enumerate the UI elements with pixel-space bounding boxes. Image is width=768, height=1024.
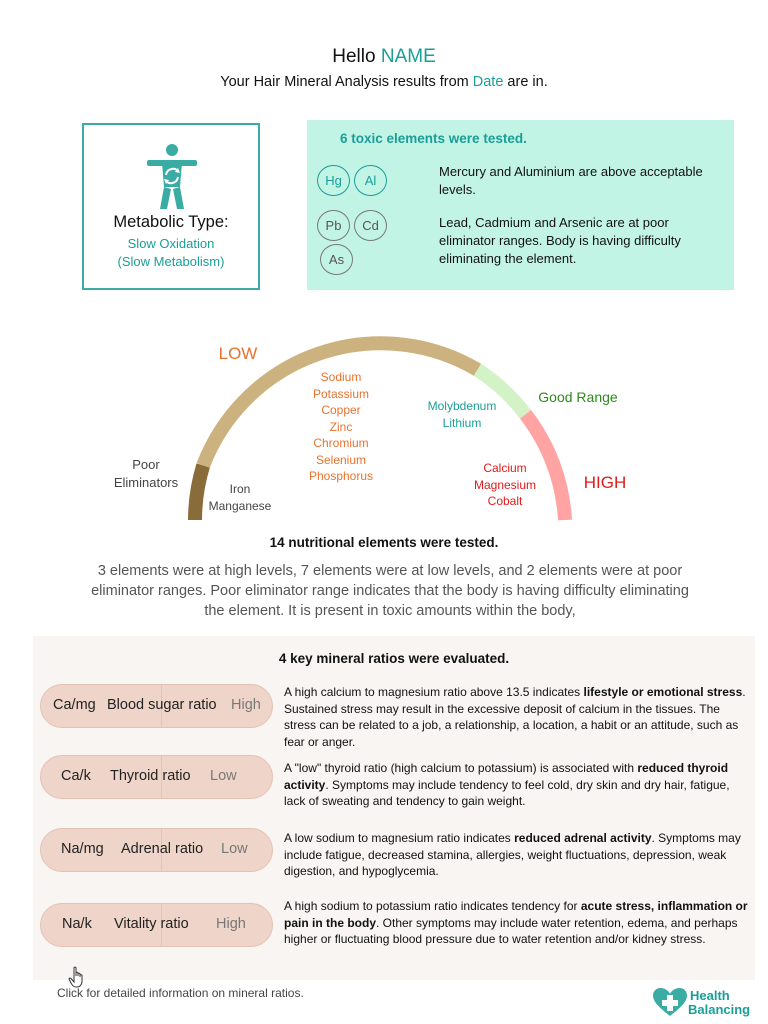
element-label: Cobalt [487, 494, 523, 508]
gauge-zone-good-label: Good Range [538, 389, 618, 405]
ratio-name: Adrenal ratio [121, 841, 204, 857]
element-chip-pb[interactable]: Pb [317, 210, 350, 241]
element-label: Iron [229, 482, 251, 496]
metabolic-type-subvalue: (Slow Metabolism) [117, 254, 225, 269]
pill-divider [161, 829, 162, 871]
user-name: NAME [380, 46, 436, 67]
element-label: Magnesium [473, 477, 537, 492]
pill-divider [161, 904, 162, 946]
low-elements-list: Sodium Potassium Copper Zinc Chromium Se… [296, 369, 386, 485]
ratio-desc-text: A "low" thyroid ratio (high calcium to p… [284, 761, 638, 775]
element-label: Zinc [329, 419, 353, 434]
logo-text-line2: Balancing [688, 1002, 751, 1017]
ratio-pill-adrenal[interactable]: Na/mg Adrenal ratio Low [40, 828, 273, 872]
metabolic-type-card: Metabolic Type: Slow Oxidation (Slow Met… [82, 123, 260, 290]
ratio-status: High [216, 916, 246, 932]
toxic-above-text: Mercury and Aluminium are above acceptab… [439, 164, 703, 197]
element-chip-cd[interactable]: Cd [354, 210, 387, 241]
pill-divider [161, 685, 162, 727]
element-chip-al[interactable]: Al [354, 165, 387, 196]
good-elements-list: Molybdenum Lithium [412, 398, 512, 431]
gauge-zone-low-label: LOW [218, 344, 258, 363]
ratio-pill-vitality[interactable]: Na/k Vitality ratio High [40, 903, 273, 947]
ratio-code: Na/k [62, 916, 92, 932]
toxic-elements-panel: 6 toxic elements were tested. Hg Al Merc… [307, 120, 734, 290]
subline-post: are in. [507, 74, 548, 90]
gauge-poor-line2: Eliminators [113, 475, 179, 490]
results-date: Date [472, 74, 504, 90]
ratio-pill-blood-sugar[interactable]: Ca/mg Blood sugar ratio High [40, 684, 273, 728]
ratio-status: Low [221, 841, 248, 857]
ratio-desc-text: A high sodium to potassium ratio indicat… [284, 899, 581, 913]
element-label: Chromium [313, 436, 369, 450]
toxic-elements-title: 6 toxic elements were tested. [340, 131, 527, 146]
toxic-poor-text: Lead, Cadmium and Arsenic are at poor el… [439, 215, 681, 266]
heart-cross-icon [653, 988, 687, 1016]
nutritional-summary-text: 3 elements were at high levels, 7 elemen… [91, 563, 689, 619]
element-label: Lithium [442, 415, 482, 430]
logo-text-line1: Health [690, 988, 730, 1003]
ratio-description: A low sodium to magnesium ratio indicate… [284, 830, 749, 880]
ratio-name: Vitality ratio [114, 916, 189, 932]
ratio-code: Ca/k [61, 768, 91, 784]
ratio-desc-text: . Symptoms may include tendency to feel … [284, 777, 730, 809]
element-chip-hg[interactable]: Hg [317, 165, 350, 196]
ratio-pill-thyroid[interactable]: Ca/k Thyroid ratio Low [40, 755, 273, 799]
gauge-segment-high [519, 410, 572, 521]
ratio-desc-emphasis: reduced thyroid activity [284, 761, 729, 792]
mineral-gauge [188, 336, 572, 521]
poor-elements-list: Iron Manganese [200, 481, 280, 514]
ratio-code: Na/mg [61, 841, 104, 857]
mineral-ratios-title: 4 key mineral ratios were evaluated. [278, 651, 510, 666]
mineral-ratios-panel: 4 key mineral ratios were evaluated. Ca/… [33, 636, 755, 980]
metabolic-type-value: Slow Oxidation [127, 236, 215, 251]
gauge-segment-good [473, 363, 532, 419]
high-elements-list: Calcium Magnesium Cobalt [463, 460, 547, 510]
gauge-zone-poor-label: Poor Eliminators [100, 456, 192, 492]
ratio-description: A "low" thyroid ratio (high calcium to p… [284, 760, 749, 810]
element-chip-as[interactable]: As [320, 244, 353, 275]
gauge-zone-high-label: HIGH [583, 473, 627, 492]
ratio-info-link[interactable]: Click for detailed information on minera… [57, 986, 304, 1000]
greeting-heading: Hello NAME [0, 46, 768, 68]
gauge-segment-low [196, 336, 482, 468]
element-label: Potassium [312, 386, 370, 401]
ratio-desc-text: . Sustained stress may result in the exc… [284, 685, 746, 749]
pointer-hand-icon [68, 966, 83, 988]
element-label: Selenium [315, 452, 367, 467]
gauge-poor-line1: Poor [132, 457, 160, 472]
ratio-name: Thyroid ratio [110, 768, 191, 784]
element-label: Molybdenum [427, 399, 497, 413]
element-label: Calcium [483, 461, 527, 475]
ratio-desc-emphasis: lifestyle or emotional stress [583, 685, 743, 699]
element-label: Phosphorus [308, 469, 374, 483]
pill-divider [161, 756, 162, 798]
ratio-code: Ca/mg [53, 697, 96, 713]
greeting-text: Hello [332, 46, 376, 67]
element-label: Sodium [320, 370, 362, 384]
ratio-desc-text: . Other symptoms may include water reten… [284, 915, 738, 947]
element-label: Copper [321, 403, 361, 417]
element-label: Manganese [208, 498, 272, 513]
health-balancing-logo: Health Balancing [650, 985, 760, 1019]
ratio-desc-text: A high calcium to magnesium ratio above … [284, 685, 584, 699]
ratio-name: Blood sugar ratio [107, 697, 217, 713]
ratio-desc-text: A low sodium to magnesium ratio indicate… [284, 831, 515, 845]
metabolic-type-label: Metabolic Type: [113, 213, 229, 231]
ratio-desc-emphasis: reduced adrenal activity [514, 831, 652, 845]
ratio-description: A high calcium to magnesium ratio above … [284, 684, 749, 750]
ratio-desc-text: . Symptoms may include fatigue, decrease… [284, 831, 741, 878]
ratio-status: High [231, 697, 261, 713]
subline-pre: Your Hair Mineral Analysis results from [220, 74, 469, 90]
ratio-desc-emphasis: acute stress, inflammation or pain in th… [284, 899, 748, 930]
ratio-description: A high sodium to potassium ratio indicat… [284, 898, 749, 948]
person-cycle-icon [147, 144, 197, 209]
results-subline: Your Hair Mineral Analysis results from … [0, 74, 768, 90]
nutritional-elements-title: 14 nutritional elements were tested. [269, 535, 499, 550]
ratio-status: Low [210, 768, 237, 784]
gauge-segment-poor [188, 463, 210, 521]
